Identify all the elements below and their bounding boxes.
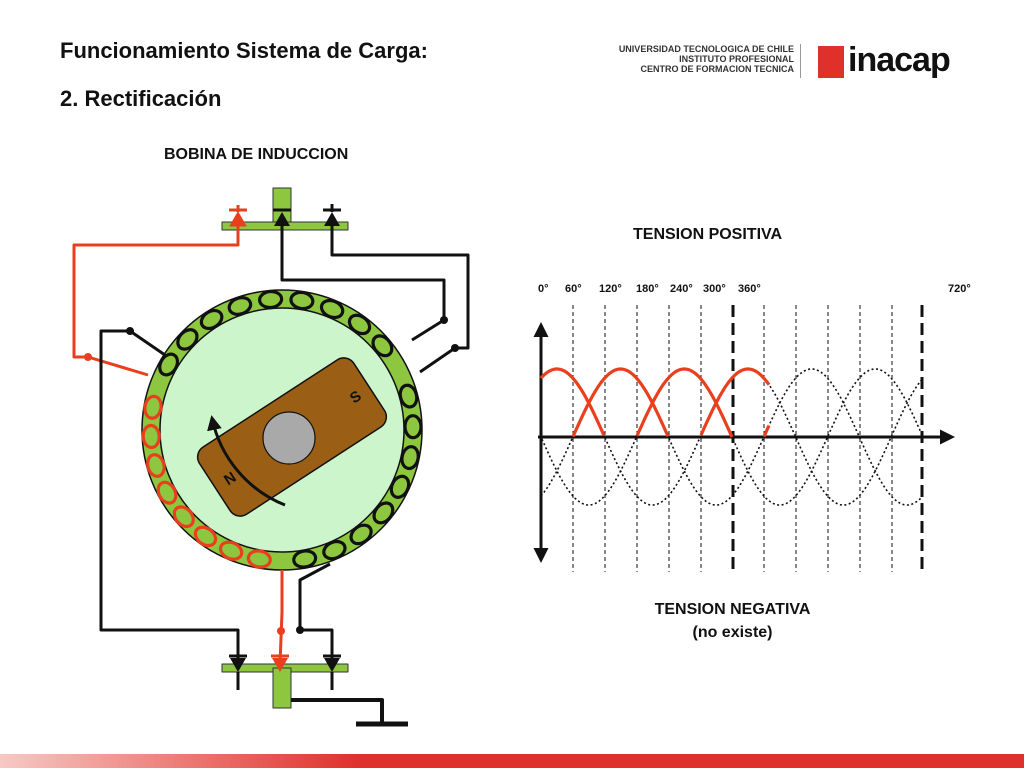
negative-half-wave: [604, 437, 701, 506]
winding-loop-left: [143, 394, 163, 420]
winding-loop-right: [349, 523, 373, 546]
winding-loop-left: [218, 540, 244, 561]
diode-top-3: [323, 204, 341, 226]
negative-voltage-label: TENSION NEGATIVA (no existe): [600, 598, 865, 644]
negative-half-wave: [769, 378, 923, 506]
phase-wire-top-right: [330, 226, 470, 374]
winding-loop-top: [158, 352, 180, 377]
deg-label-720: 720°: [948, 283, 971, 295]
active-phase-lower-wire: [278, 570, 284, 665]
inacap-logo-mark: [818, 46, 844, 78]
institution-names: UNIVERSIDAD TECNOLOGICA DE CHILE INSTITU…: [600, 44, 794, 74]
phase-wire-bottom-right: [298, 562, 334, 664]
active-phase-wire: [72, 224, 240, 377]
winding-phase-left: [141, 394, 272, 569]
institution-line-institute: INSTITUTO PROFESIONAL: [679, 54, 794, 64]
winding-loop-left: [172, 505, 195, 529]
degree-labels: 0° 60° 120° 180° 240° 300° 360° 720°: [538, 283, 971, 295]
winding-phase-right: [292, 383, 423, 569]
winding-loop-right: [372, 501, 395, 525]
winding-loop-right: [400, 445, 420, 471]
positive-voltage-label: TENSION POSITIVA: [633, 226, 783, 243]
winding-loop-top: [289, 290, 315, 311]
positive-half-wave: [539, 367, 606, 437]
slide-title: Funcionamiento Sistema de Carga:: [60, 38, 428, 63]
bottom-terminal-post: [272, 667, 292, 709]
diode-top-2: [273, 208, 291, 226]
bottom-diodes: [229, 654, 341, 690]
winding-loop-top: [176, 328, 199, 351]
rotor-shaft: [262, 411, 316, 465]
winding-loop-right: [398, 383, 419, 409]
winding-loop-top: [347, 313, 372, 336]
winding-loop-left: [246, 549, 272, 569]
phase-wire-top-left: [280, 226, 446, 342]
negative-voltage-note: (no existe): [692, 624, 773, 641]
deg-label-0: 0°: [538, 283, 549, 295]
deg-label-360: 360°: [738, 283, 761, 295]
waveform-plot: 0° 60° 120° 180° 240° 300° 360° 720°: [533, 283, 971, 572]
diode-bottom-1: [229, 654, 247, 690]
deg-label-300: 300°: [703, 283, 726, 295]
institution-line-cft: CENTRO DE FORMACION TECNICA: [640, 64, 795, 74]
positive-half-wave: [635, 367, 734, 438]
winding-loop-top: [371, 334, 394, 358]
rotation-arrow: [207, 415, 286, 507]
logo-divider: [800, 44, 801, 78]
winding-loop-top: [258, 289, 284, 310]
winding-loop-left: [146, 453, 166, 478]
winding-loop-left: [156, 480, 178, 505]
positive-half-wave: [762, 424, 771, 438]
winding-loop-right: [389, 474, 411, 499]
coil-label: BOBINA DE INDUCCION: [164, 146, 349, 163]
institution-line-university: UNIVERSIDAD TECNOLOGICA DE CHILE: [618, 44, 794, 54]
diode-bottom-3: [323, 654, 341, 690]
positive-half-wave: [699, 367, 771, 436]
inacap-logo-word: inacap: [848, 41, 951, 79]
alternator: S N: [141, 289, 423, 571]
ground-wire: [291, 698, 384, 722]
deg-label-240: 240°: [670, 283, 693, 295]
negative-voltage-title: TENSION NEGATIVA: [654, 601, 811, 618]
winding-loop-right: [322, 539, 347, 561]
diode-bottom-2: [271, 654, 289, 672]
negative-half-wave: [540, 438, 573, 497]
top-diodes: [229, 204, 341, 227]
negative-half-wave: [668, 438, 764, 506]
winding-loop-top: [319, 298, 345, 320]
negative-half-wave: [541, 437, 637, 506]
diode-top-1: [229, 205, 247, 227]
footer-accent-bar: [0, 754, 1024, 768]
winding-loop-right: [403, 414, 423, 440]
deg-label-180: 180°: [636, 283, 659, 295]
winding-loop-right: [292, 549, 318, 569]
winding-loop-top: [199, 308, 224, 331]
winding-loop-left: [193, 525, 218, 548]
winding-loop-left: [141, 423, 161, 450]
winding-phase-top: [158, 289, 394, 377]
phase-waves: [539, 367, 923, 506]
winding-loop-top: [227, 296, 253, 316]
phase-wire-left: [99, 329, 240, 664]
slide-subtitle: 2. Rectificación: [60, 86, 222, 111]
deg-label-60: 60°: [565, 283, 582, 295]
deg-label-120: 120°: [599, 283, 622, 295]
